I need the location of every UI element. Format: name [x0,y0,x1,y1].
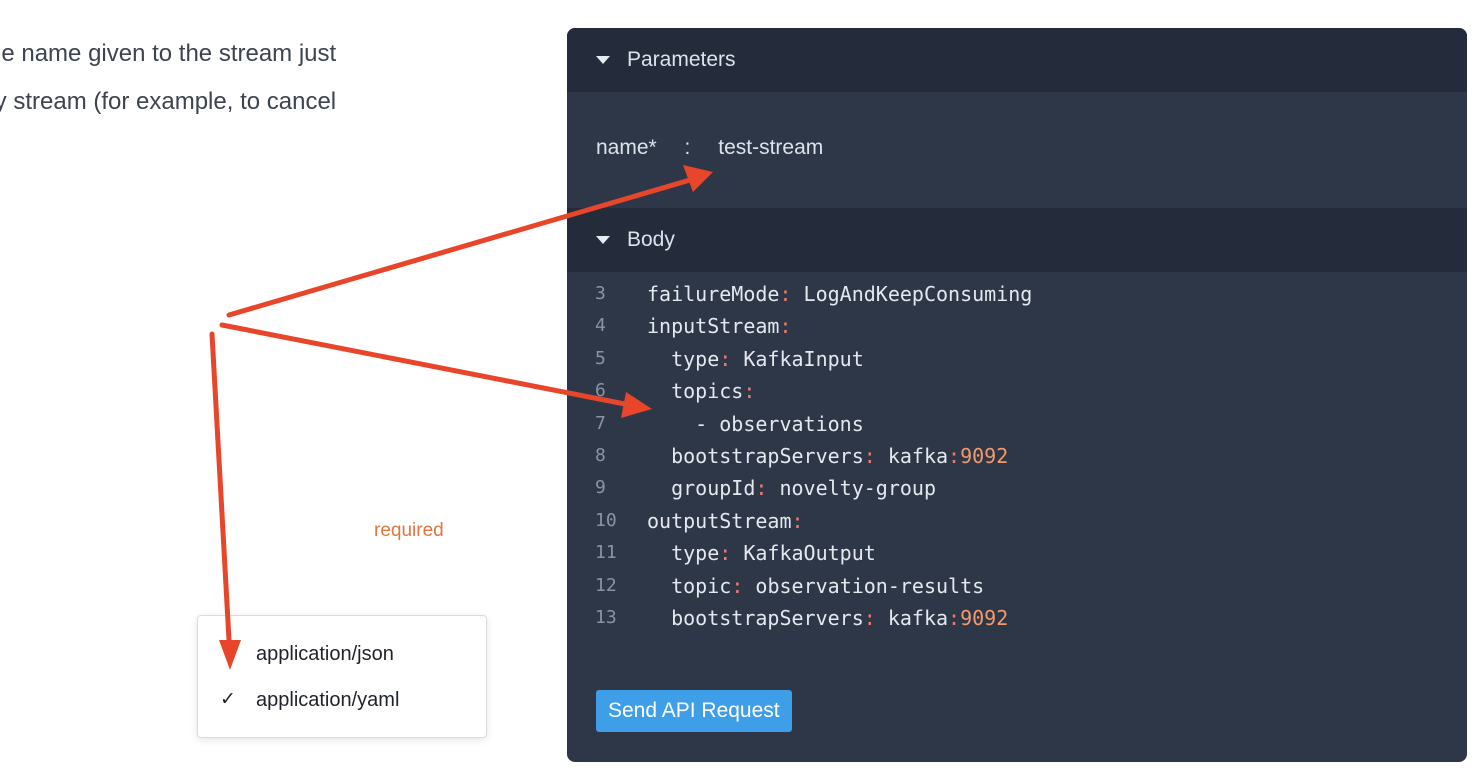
code-line: 10 outputStream: [567,505,1467,537]
parameters-section-header[interactable]: Parameters [567,28,1467,92]
code-colon: : [863,605,876,630]
body-code-editor[interactable]: 3 failureMode: LogAndKeepConsuming 4 inputS… [567,278,1467,634]
line-number: 4 [595,315,606,337]
code-text: inputStream: [647,310,792,342]
line-number: 3 [595,283,606,304]
code-colon: : [948,605,961,630]
code-colon: : [779,314,792,339]
caret-down-icon [596,236,610,244]
content-type-menu: application/json ✓ application/yaml [197,615,487,738]
code-line: 6 topics: [567,375,1467,407]
line-number: 12 [595,574,617,596]
code-line: 9 groupId: novelty-group [567,472,1467,504]
required-label: required [374,520,444,541]
code-text: type: KafkaInput [647,343,864,375]
menu-item-label: application/yaml [256,689,400,711]
code-indent [647,574,671,598]
code-indent [647,541,671,565]
code-key: - observations [695,411,864,436]
arrow-to-menu [209,331,232,643]
code-text: bootstrapServers: kafka:9092 [647,440,1008,472]
code-text: bootstrapServers: kafka:9092 [647,602,1008,634]
code-line: 5 type: KafkaInput [567,343,1467,375]
line-number: 13 [595,606,617,628]
line-number: 5 [595,347,606,369]
checkmark-icon: ✓ [220,689,236,710]
menu-item-label: application/json [256,643,394,665]
code-value: novelty-group [767,476,937,501]
param-row-name: name* : test-stream [596,136,823,160]
code-text: topic: observation-results [647,570,984,602]
code-colon: : [719,541,732,566]
code-text: groupId: novelty-group [647,472,936,504]
code-key: groupId [671,476,756,501]
code-value: observation-results [743,573,985,598]
doc-line-1: he name given to the stream just [0,40,337,67]
param-separator: : [684,136,691,159]
code-key: failureMode [647,282,780,306]
param-label: name* [596,136,657,159]
code-value: KafkaOutput [731,541,876,566]
caret-down-icon [596,56,610,64]
code-colon: : [948,443,961,468]
menu-item-application-yaml[interactable]: ✓ application/yaml [198,680,486,726]
code-text: outputStream: [647,505,804,537]
code-indent [647,347,671,371]
code-colon: : [755,476,768,501]
code-colon: : [791,508,804,533]
code-key: inputStream [647,314,780,339]
code-line: 3 failureMode: LogAndKeepConsuming [567,278,1467,310]
menu-item-application-json[interactable]: application/json [198,634,486,680]
code-line: 4 inputStream: [567,310,1467,342]
body-section-header[interactable]: Body [567,208,1467,272]
send-api-request-button[interactable]: Send API Request [596,690,792,732]
code-line: 7 - observations [567,408,1467,440]
code-indent [647,379,671,403]
line-number: 9 [595,477,606,499]
code-indent [647,606,671,630]
code-colon: : [731,573,744,598]
line-number: 7 [595,412,606,434]
code-value: kafka [875,443,949,468]
api-request-panel: Parameters name* : test-stream Body 3 fai… [567,28,1467,762]
parameters-title: Parameters [627,48,736,71]
code-key: outputStream [647,508,792,533]
code-number: 9092 [960,443,1009,468]
line-number: 10 [595,509,617,531]
code-colon: : [719,346,732,371]
line-number: 11 [595,542,617,564]
code-line: 11 type: KafkaOutput [567,537,1467,569]
code-line: 13 bootstrapServers: kafka:9092 [567,602,1467,634]
doc-line-2: ty stream (for example, to cancel [0,88,337,115]
doc-paragraph: he name given to the stream just ty stre… [0,30,448,126]
code-line: 8 bootstrapServers: kafka:9092 [567,440,1467,472]
code-colon: : [743,379,756,404]
code-key: topics [671,379,744,404]
code-key: topic [671,573,732,598]
code-text: topics: [647,375,755,407]
code-value: kafka [875,605,949,630]
code-line: 12 topic: observation-results [567,570,1467,602]
code-colon: : [779,282,792,306]
code-value: LogAndKeepConsuming [791,282,1033,306]
code-text: failureMode: LogAndKeepConsuming [647,278,1032,310]
code-colon: : [863,443,876,468]
body-title: Body [627,228,675,251]
code-indent [647,412,695,436]
code-number: 9092 [960,605,1009,630]
line-number: 8 [595,444,606,466]
code-key: bootstrapServers [671,443,864,468]
code-key: type [671,346,720,371]
code-value: KafkaInput [731,346,864,371]
code-text: type: KafkaOutput [647,537,876,569]
line-number: 6 [595,380,606,402]
param-name-input[interactable]: test-stream [718,136,824,159]
code-key: bootstrapServers [671,605,864,630]
code-text: - observations [647,408,864,440]
code-key: type [671,541,720,566]
code-indent [647,476,671,500]
code-indent [647,444,671,468]
